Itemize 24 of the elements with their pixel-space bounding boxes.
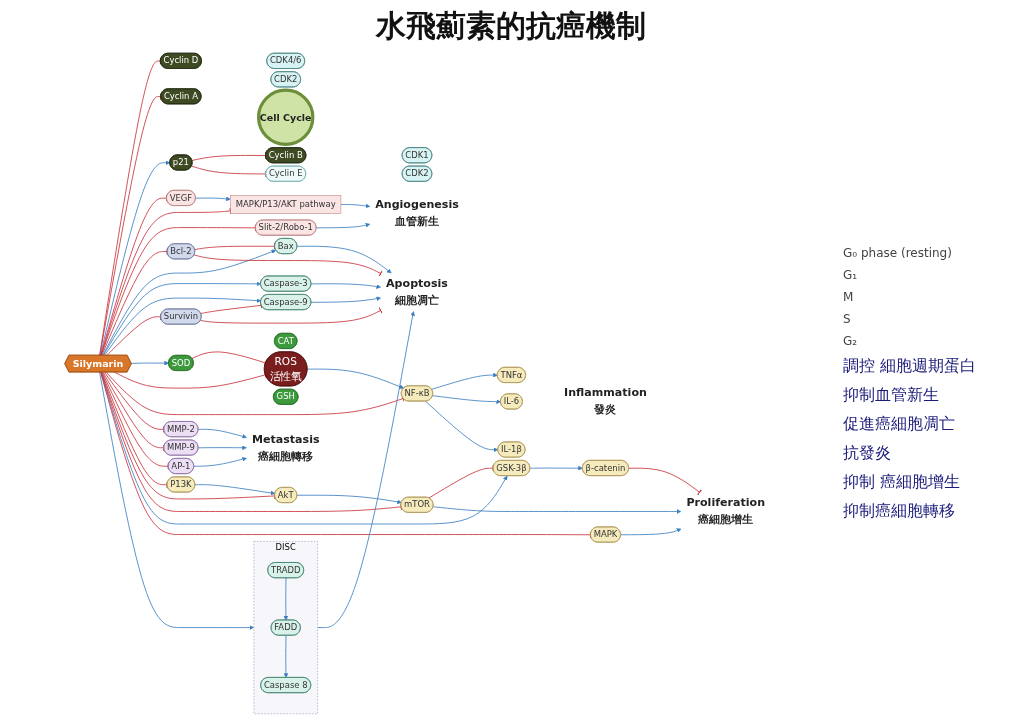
phase-label: G₂ [843, 333, 858, 348]
phase-label: M [843, 289, 854, 304]
phase-label: G₀ phase (resting) [843, 245, 952, 260]
node-label: 發炎 [594, 403, 617, 416]
node-text: Metastasis [251, 433, 320, 446]
node-text: Inflammation [564, 386, 647, 400]
annotation-text: 促進癌細胞凋亡 [843, 413, 955, 435]
diagram-title: 水飛薊素的抗癌機制 [374, 7, 647, 45]
node-box: MAPK/P13/AKT pathway [230, 195, 342, 214]
phase-label: G₁ [843, 267, 858, 282]
node-text: Proliferation [686, 496, 766, 510]
annotation-text: 抑制 癌細胞增生 [843, 471, 961, 493]
annotation-text: 抑制癌細胞轉移 [843, 500, 955, 522]
node-label: 癌細胞轉移 [258, 449, 314, 463]
annotation-text: 抑制血管新生 [843, 384, 939, 406]
annotation-text: 抗發炎 [843, 442, 891, 464]
node-circle: Cell Cycle [257, 88, 315, 146]
node-label: 細胞凋亡 [394, 293, 440, 307]
phase-label: S [843, 311, 851, 326]
node-label: 癌細胞增生 [698, 513, 754, 526]
annotation-text: 調控 細胞週期蛋白 [843, 355, 977, 377]
node-text: Angiogenesis [375, 198, 459, 211]
node-label: 血管新生 [394, 214, 440, 228]
node-text: Apoptosis [386, 277, 448, 290]
